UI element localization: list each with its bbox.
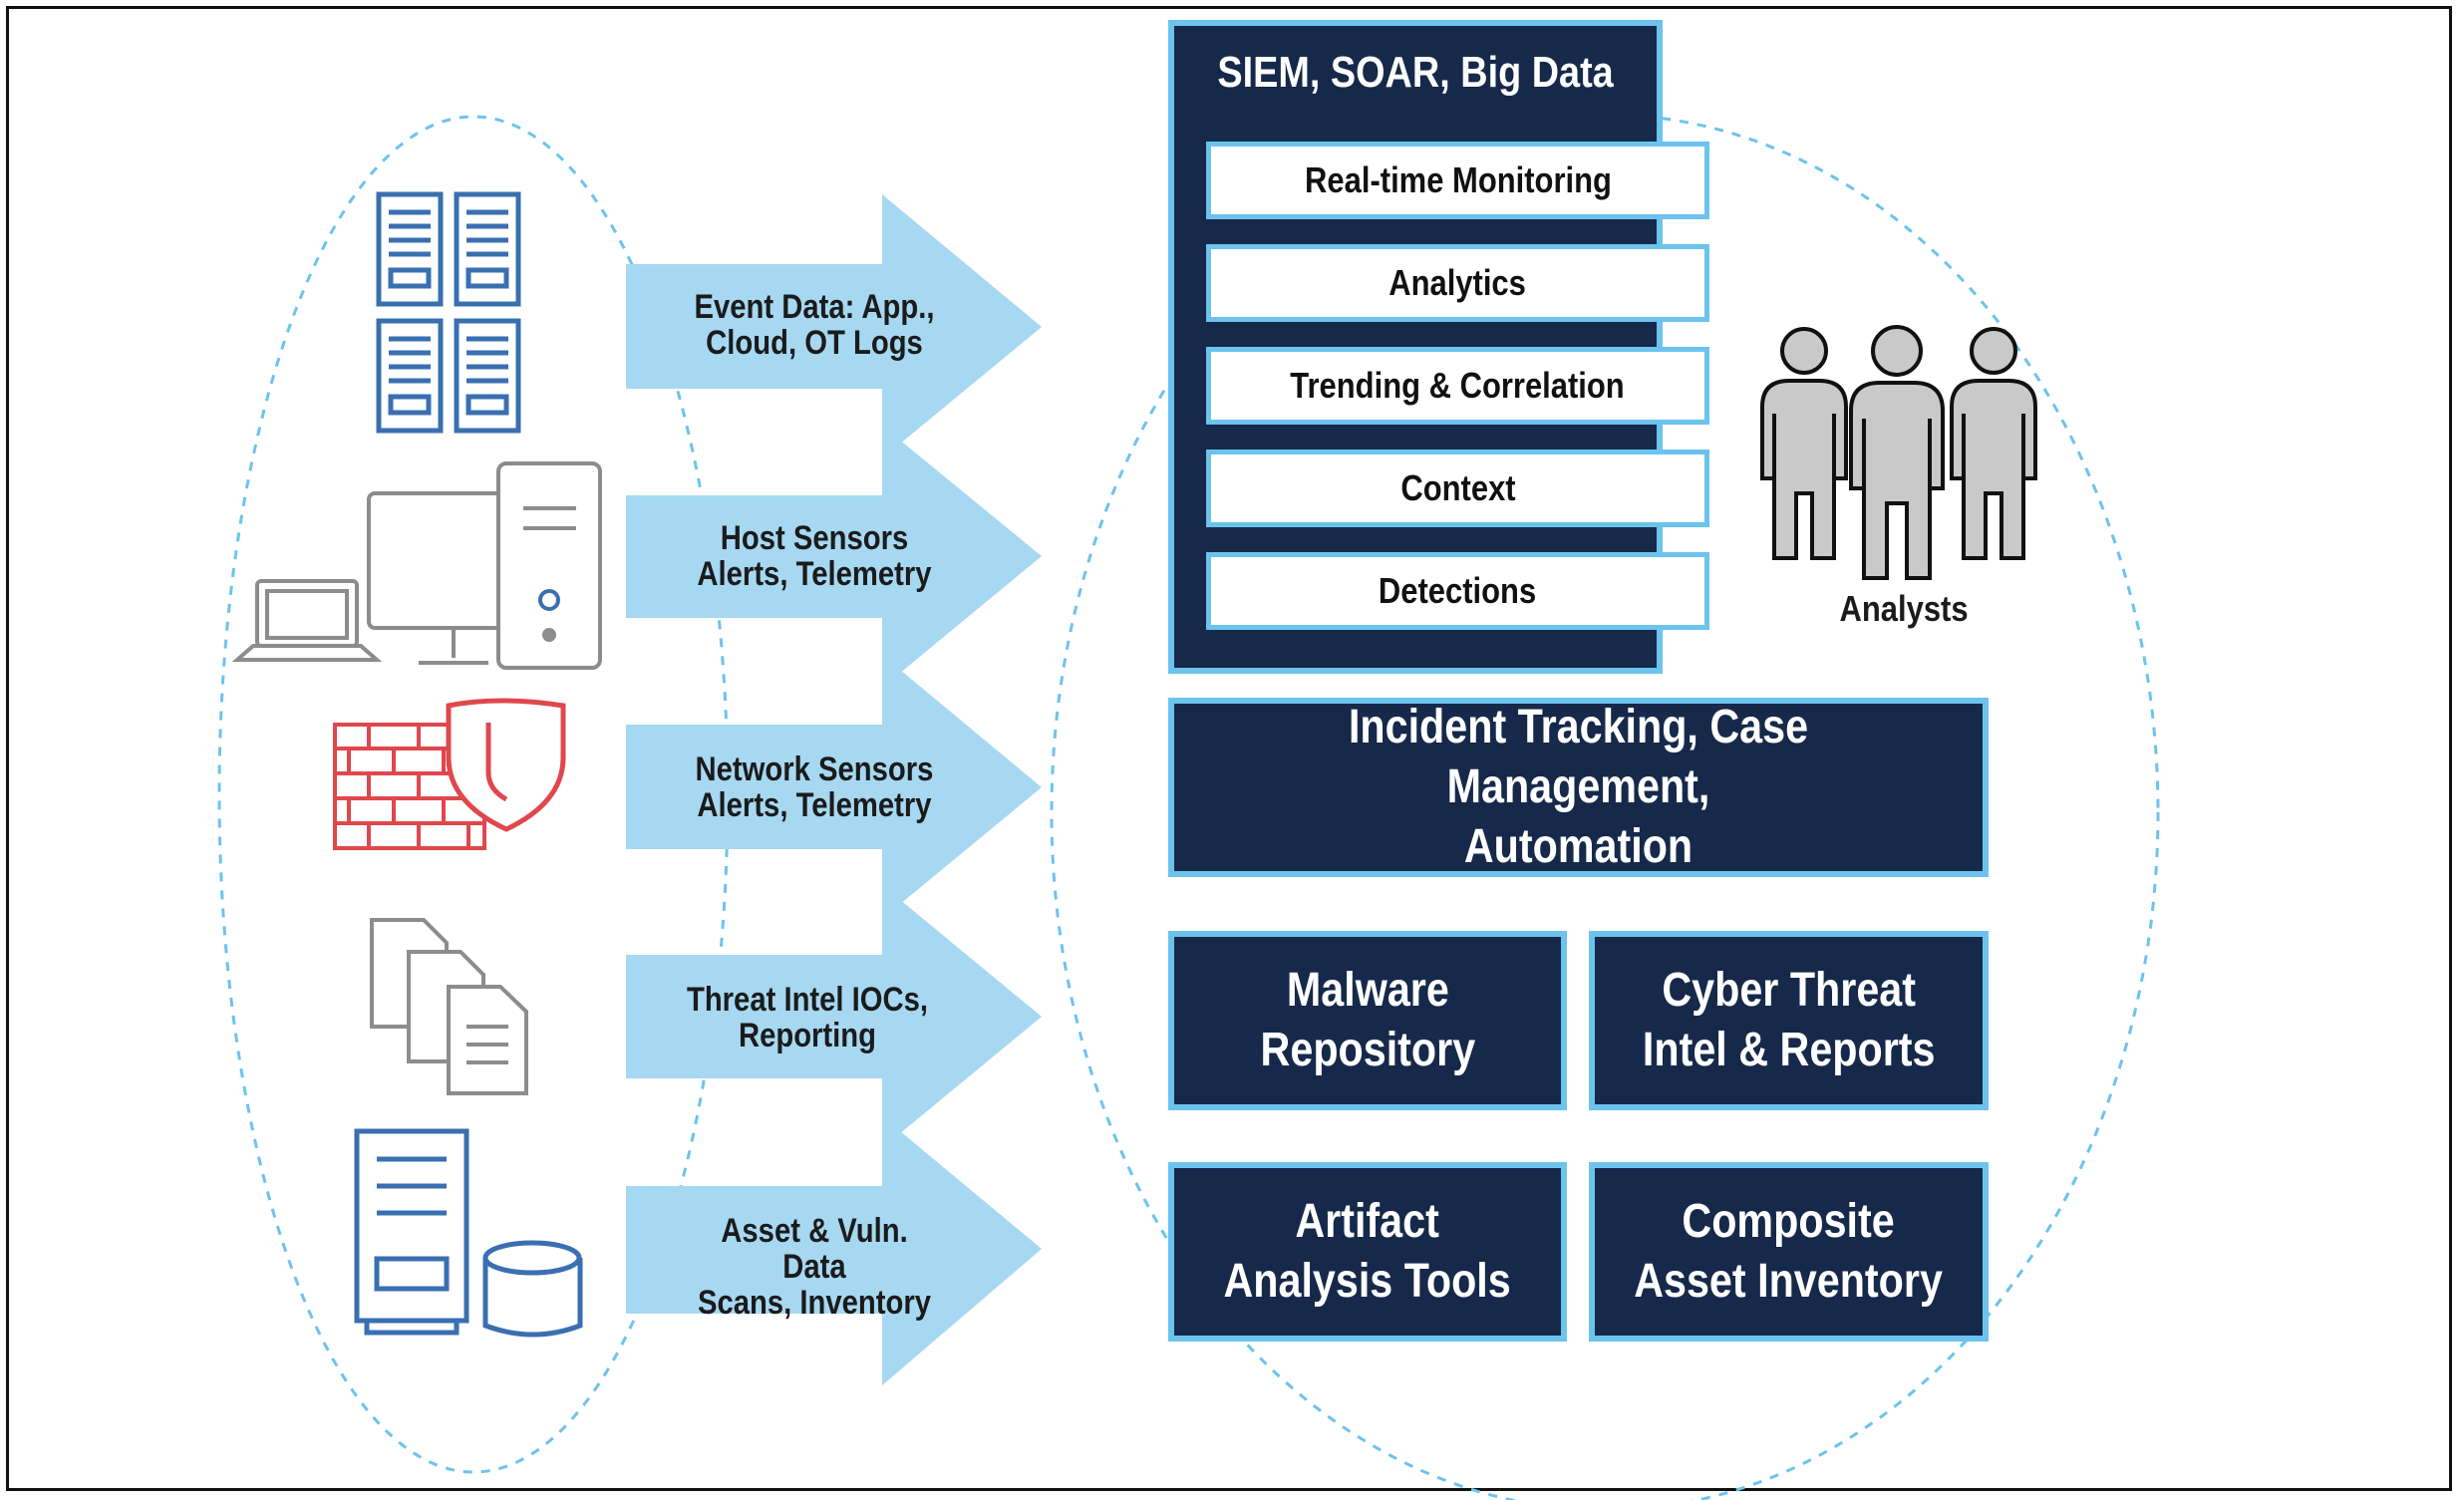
siem-panel: SIEM, SOAR, Big Data Real-time Monitorin…	[1168, 20, 1709, 674]
soc-boundary	[1050, 113, 2160, 1500]
arrow-shape-5	[626, 1116, 1042, 1385]
arrow-label-network-sensors: Network Sensors Alerts, Telemetry	[695, 750, 934, 824]
server-icon	[354, 1128, 469, 1336]
arrow-label-event-data: Event Data: App., Cloud, OT Logs	[694, 288, 935, 362]
pc-tower-icon	[496, 461, 602, 670]
arrow-shape-4	[626, 885, 1042, 1148]
arrow-shape-1	[626, 194, 1042, 458]
people-icon	[1760, 325, 2037, 580]
arrow-label-host-sensors: Host Sensors Alerts, Telemetry	[697, 519, 932, 593]
database-icon	[482, 1240, 583, 1338]
siem-item-detections: Detections	[1206, 552, 1709, 630]
siem-item-realtime-monitoring: Real-time Monitoring	[1206, 142, 1709, 219]
analysts-label: Analysts	[1839, 588, 1969, 629]
documents-icon	[370, 918, 528, 1095]
arrows	[626, 194, 1042, 1385]
siem-item-context: Context	[1206, 450, 1709, 527]
siem-item-analytics: Analytics	[1206, 244, 1709, 322]
siem-item-trending-correlation: Trending & Correlation	[1206, 347, 1709, 425]
arrow-shape-3	[626, 655, 1042, 919]
diagram-frame	[6, 6, 2452, 1491]
server-rack-icon	[376, 191, 521, 434]
artifact-analysis-box: Artifact Analysis Tools	[1168, 1162, 1567, 1342]
siem-title: SIEM, SOAR, Big Data	[1217, 48, 1614, 97]
arrow-label-threat-intel: Threat Intel IOCs, Reporting	[686, 981, 929, 1054]
laptop-icon	[231, 579, 383, 662]
arrow-label-asset-vuln: Asset & Vuln. Data Scans, Inventory	[697, 1212, 932, 1322]
malware-repository-box: Malware Repository	[1168, 931, 1567, 1110]
arrow-shape-2	[626, 426, 1042, 688]
composite-asset-inventory-box: Composite Asset Inventory	[1589, 1162, 1989, 1342]
incident-tracking-box: Incident Tracking, Case Management, Auto…	[1168, 698, 1989, 877]
cyber-threat-intel-box: Cyber Threat Intel & Reports	[1589, 931, 1989, 1110]
shield-icon	[446, 698, 566, 832]
